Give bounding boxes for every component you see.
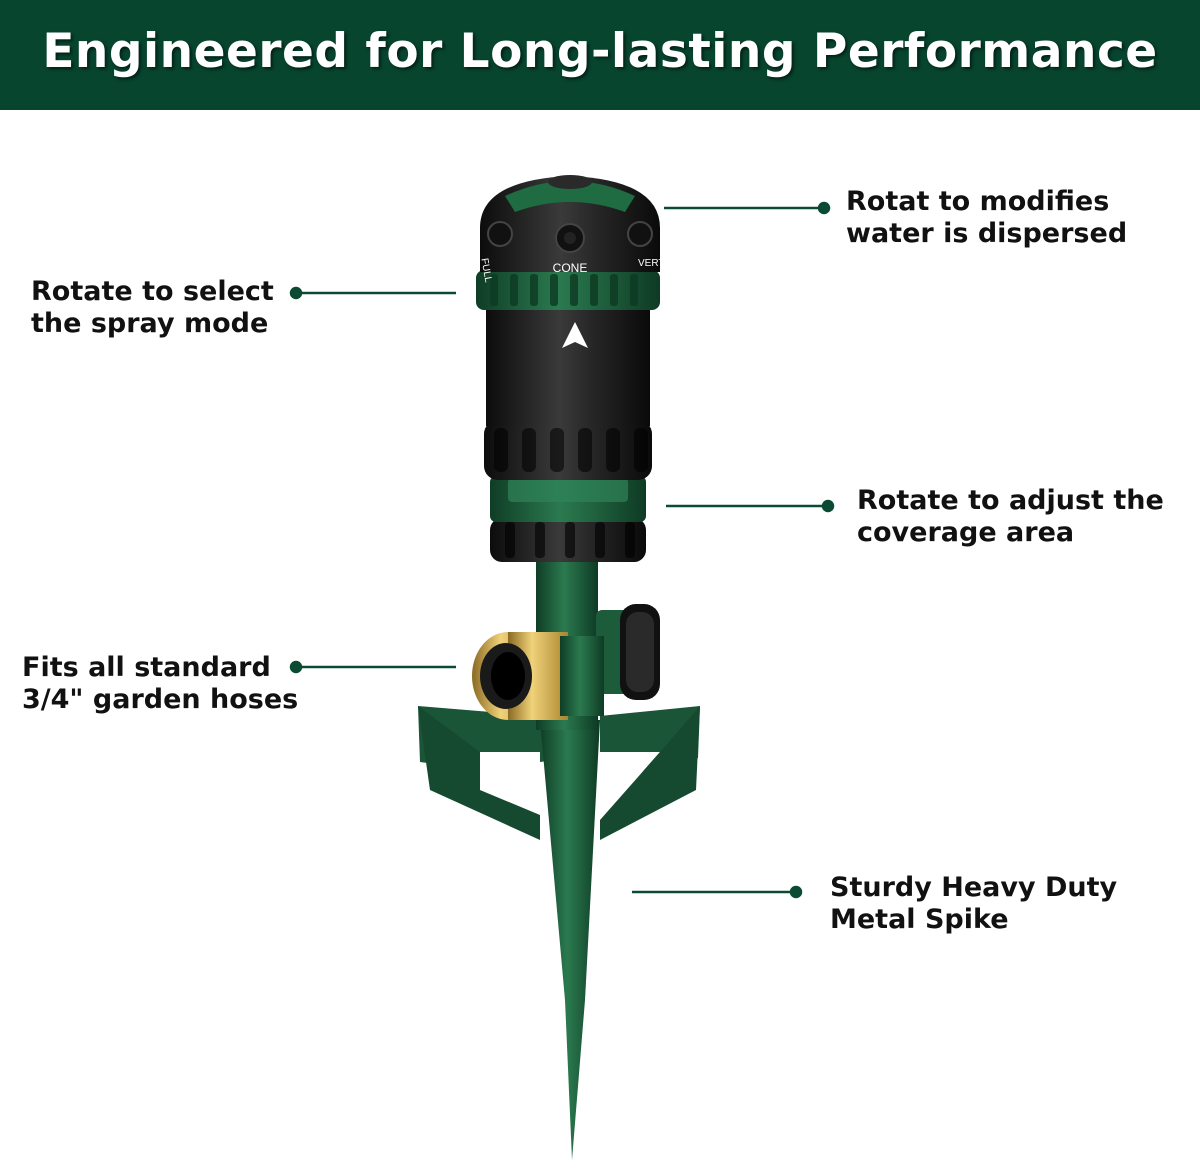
callout-modifies-line2: water is dispersed — [846, 218, 1128, 249]
callout-spike: Sturdy Heavy Duty Metal Spike — [830, 872, 1117, 936]
callout-coverage: Rotate to adjust the coverage area — [857, 485, 1164, 549]
callout-spray-mode-line1: Rotate to select — [31, 276, 274, 307]
lower-ring — [490, 518, 646, 562]
title-banner: Engineered for Long-lasting Performance — [0, 0, 1200, 110]
coverage-collar — [490, 476, 646, 522]
callout-modifies: Rotat to modifies water is dispersed — [846, 186, 1127, 250]
nozzle-label-full: FULL — [478, 257, 493, 283]
spike-base — [418, 706, 700, 1160]
callout-spike-line1: Sturdy Heavy Duty — [830, 872, 1118, 903]
callout-coverage-line1: Rotate to adjust the — [857, 485, 1164, 516]
callout-hoses: Fits all standard 3/4" garden hoses — [22, 652, 298, 716]
callout-spike-line2: Metal Spike — [830, 904, 1009, 935]
main-body — [486, 300, 650, 426]
callout-spray-mode: Rotate to select the spray mode — [31, 276, 274, 340]
callout-coverage-line2: coverage area — [857, 517, 1075, 548]
nozzle-label-cone: CONE — [553, 261, 588, 275]
nozzle-label-vertical: VERTI — [638, 258, 667, 269]
knurled-ring — [484, 420, 652, 480]
callout-modifies-line1: Rotat to modifies — [846, 186, 1110, 217]
spray-mode-ring — [476, 270, 660, 310]
brass-hose-connector — [472, 632, 604, 720]
callout-spray-mode-line2: the spray mode — [31, 308, 269, 339]
page-title: Engineered for Long-lasting Performance — [42, 24, 1158, 79]
callout-hoses-line2: 3/4" garden hoses — [22, 684, 299, 715]
nozzle-head: FULL CONE VERTI — [478, 175, 667, 284]
callout-hoses-line1: Fits all standard — [22, 652, 271, 683]
